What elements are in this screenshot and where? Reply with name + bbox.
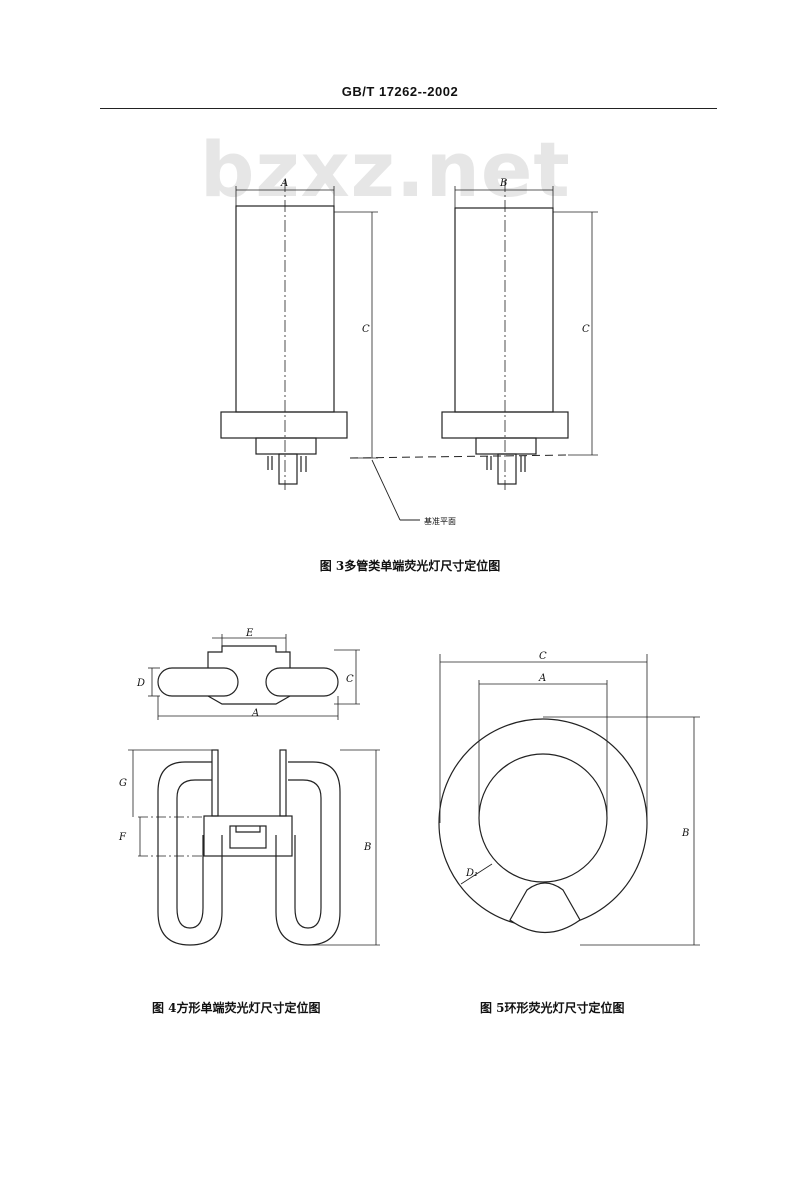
right-lamp-tube (454, 207, 554, 413)
top-view-right-tube (265, 667, 339, 697)
left-lamp-cap (255, 437, 317, 455)
figure-4-number: 图 4 (152, 1001, 177, 1015)
standard-number-header: GB/T 17262--2002 (341, 84, 459, 99)
figure-4-title: 方形单端荧光灯尺寸定位图 (176, 1001, 321, 1015)
figure-5-number: 图 5 (480, 1001, 505, 1015)
fig5-label-b: B (681, 828, 689, 839)
figure-3-drawing (220, 180, 598, 521)
right-lamp-cap (475, 437, 537, 455)
front-view-socket (229, 825, 267, 849)
fig4-label-c: C (346, 674, 354, 685)
figure-5-title: 环形荧光灯尺寸定位图 (504, 1001, 625, 1015)
fig4-label-e: E (245, 628, 254, 639)
fig5-label-c: C (539, 651, 547, 662)
figure-3-number: 图 3 (319, 559, 345, 573)
fig5-label-d1: D₁ (465, 868, 478, 879)
fig3-label-a: A (280, 178, 288, 189)
inner-ring (478, 753, 608, 883)
fig4-label-a: A (251, 708, 259, 719)
fig5-label-a: A (538, 673, 546, 684)
figure-5-drawing (438, 654, 700, 946)
fig4-label-b: B (363, 842, 371, 853)
fig4-label-f: F (118, 832, 127, 843)
fig3-label-reference-plane: 基准平面 (424, 516, 456, 526)
watermark: bzxz.net (200, 125, 571, 214)
figure-3-title: 多管类单端荧光灯尺寸定位图 (344, 559, 501, 573)
figure-5-caption: 图 5环形荧光灯尺寸定位图 (480, 999, 625, 1016)
ring-connector (509, 882, 581, 933)
figure-3-caption: 图 3多管类单端荧光灯尺寸定位图 (0, 557, 800, 574)
fig4-label-g: G (119, 778, 127, 789)
fig3-label-c-left: C (362, 324, 370, 335)
fig3-label-b: B (499, 178, 507, 189)
figure-4-drawing (128, 634, 380, 946)
top-view-left-tube (157, 667, 239, 697)
front-view-base (203, 815, 293, 857)
figure-4-caption: 图 4方形单端荧光灯尺寸定位图 (152, 999, 321, 1016)
fig3-label-c-right: C (582, 324, 590, 335)
fig4-label-d: D (136, 678, 145, 689)
left-lamp-base (220, 411, 348, 439)
header-rule (100, 108, 717, 109)
